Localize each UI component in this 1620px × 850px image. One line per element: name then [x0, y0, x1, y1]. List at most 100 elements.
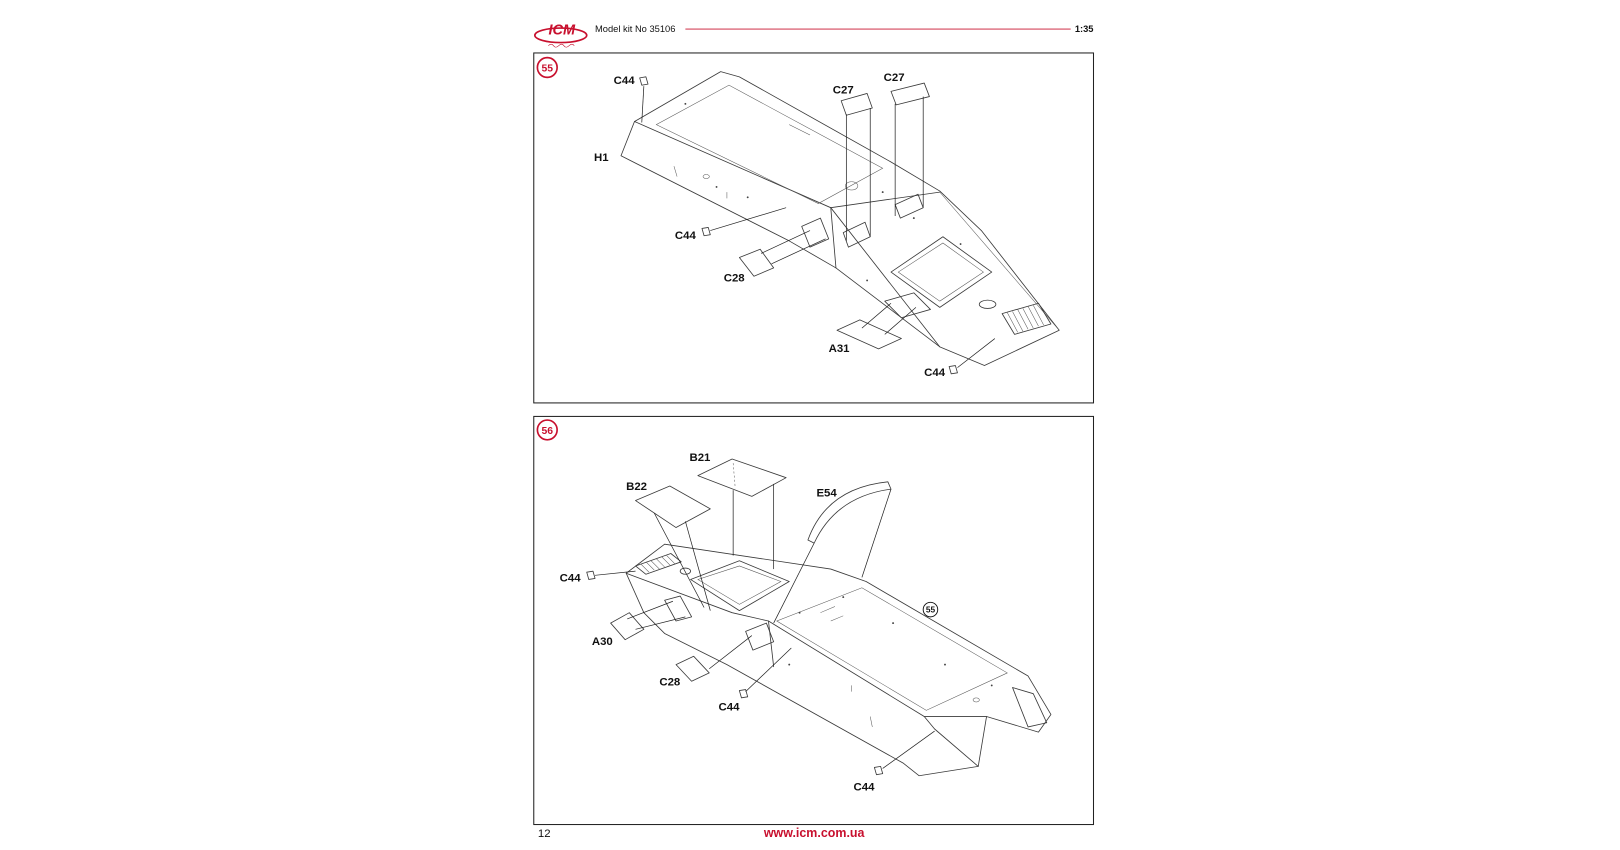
leader-line: [761, 230, 811, 254]
parts: [639, 76, 958, 375]
leader-line: [957, 338, 996, 368]
part-c28: [738, 248, 775, 277]
rivet: [684, 102, 687, 105]
rivet: [715, 185, 718, 188]
step-frame: [533, 52, 1095, 404]
rivet: [944, 663, 946, 666]
leader-line: [595, 570, 636, 576]
label-c28: C28: [724, 272, 745, 284]
step-55-panel: 55: [533, 52, 1095, 404]
label-c44: C44: [854, 781, 876, 793]
glacis-edge: [830, 207, 941, 348]
icm-logo: ICM: [533, 22, 588, 48]
leader-line: [861, 302, 892, 329]
part-labels: C44 C27 C27 H1 C44 C28 A31 C44: [594, 72, 946, 379]
part-c44: [948, 365, 958, 375]
label-a31: A31: [829, 343, 851, 355]
vent-slats: [640, 555, 676, 573]
leader-line: [861, 489, 892, 578]
leader-line: [653, 512, 705, 608]
label-c27: C27: [833, 84, 854, 96]
logo-swoosh: [533, 27, 588, 44]
leader-line: [627, 600, 674, 620]
rear-plate: [1012, 687, 1048, 728]
vent-slats: [1007, 305, 1044, 333]
page-content: ICM Model kit No 35106 1:35 55: [533, 22, 1095, 840]
vent-frame: [1001, 302, 1052, 335]
step-number: 56: [541, 426, 553, 437]
rivet: [912, 217, 915, 220]
hull-side-edge: [768, 620, 775, 668]
part-a31: [836, 319, 902, 350]
leader-line: [709, 635, 753, 670]
leader-lines: [595, 483, 935, 769]
rivets: [788, 596, 993, 687]
rivet: [788, 663, 791, 666]
part-c44: [873, 765, 884, 776]
rivet: [746, 196, 749, 199]
logo-tagline-script: [548, 43, 575, 48]
slot-a31: [884, 292, 931, 319]
hull-side-edge: [923, 716, 979, 767]
rivet: [892, 622, 895, 625]
label-c44: C44: [614, 75, 636, 87]
hull-side-details: [673, 124, 859, 199]
periscope: [679, 567, 691, 575]
hull-side-edge: [830, 207, 837, 269]
step-number-badge: [536, 56, 558, 79]
hull-drawing: [620, 71, 1060, 366]
label-c44: C44: [560, 573, 582, 585]
label-c44: C44: [924, 367, 946, 379]
label-e54: E54: [816, 487, 837, 499]
rivet: [798, 611, 801, 614]
scale-label: 1:35: [1075, 24, 1094, 34]
label-b22: B22: [626, 481, 647, 493]
label-c44: C44: [719, 701, 741, 713]
leader-line: [685, 521, 711, 611]
hatch-inner: [697, 565, 782, 605]
slot-c28: [745, 622, 775, 651]
part-c44: [701, 227, 711, 237]
hull-outline: [620, 71, 1060, 366]
leader-line: [884, 307, 917, 335]
website-url: www.icm.com.ua: [763, 826, 865, 840]
reference-step-badge: [922, 601, 939, 618]
leader-line: [771, 238, 826, 265]
rivet: [959, 243, 962, 245]
hull-side-details: [820, 606, 980, 727]
hull-drawing: [625, 543, 1052, 777]
part-b21: [697, 458, 787, 497]
leader-line: [773, 542, 815, 624]
part-c28: [675, 655, 710, 682]
periscope: [978, 299, 997, 309]
vent-grille: [635, 553, 682, 575]
rivet: [990, 684, 993, 687]
step-frame: [533, 415, 1095, 826]
step-number: 55: [541, 64, 553, 75]
leader-line: [641, 86, 645, 123]
reference-step-number: 55: [926, 605, 936, 615]
slot-c28: [801, 217, 830, 248]
leader-line: [710, 207, 787, 231]
part-b22: [635, 485, 711, 528]
deck-panel: [776, 587, 1008, 711]
page-number: 12: [538, 828, 551, 840]
page-footer: 12 www.icm.com.ua: [538, 826, 865, 840]
vent-frame: [635, 553, 682, 575]
label-c28: C28: [659, 676, 680, 688]
rivet: [881, 191, 884, 194]
label-h1: H1: [594, 152, 609, 164]
part-b21-seam: [732, 463, 736, 489]
glacis-edge: [939, 191, 1060, 331]
label-a30: A30: [592, 636, 613, 648]
step-56-panel: 56: [533, 415, 1095, 826]
step-number-badge: [536, 419, 558, 441]
part-c27-left: [840, 93, 873, 116]
part-a30: [610, 612, 645, 641]
label-c27: C27: [884, 72, 905, 84]
leader-line: [745, 647, 792, 692]
slot-a30: [664, 595, 693, 622]
leader-line: [882, 730, 935, 769]
vent-grille: [1001, 302, 1052, 335]
